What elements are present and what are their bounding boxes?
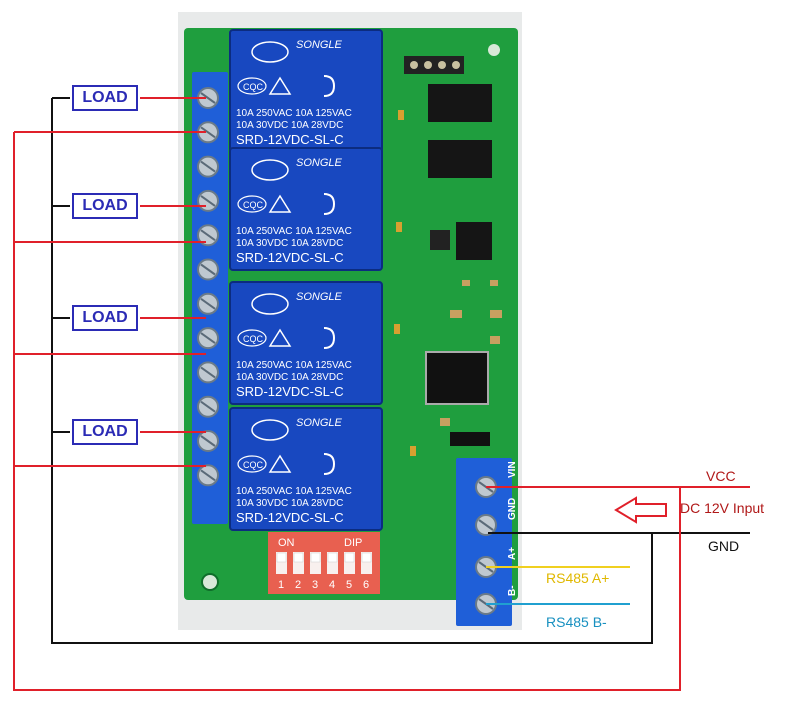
led: [410, 446, 416, 456]
gnd-label: GND: [708, 538, 740, 554]
relay-rating-2: 10A 30VDC 10A 28VDC: [236, 498, 343, 509]
dip-number: 3: [312, 579, 318, 591]
dip-key: [344, 552, 355, 574]
relay-rating-2: 10A 30VDC 10A 28VDC: [236, 120, 343, 131]
warning-triangle-icon: [268, 194, 292, 213]
songle-logo-icon: [251, 159, 289, 181]
relay-brand: SONGLE: [296, 39, 343, 51]
ul-mark-icon: [323, 327, 336, 349]
relay-rating-1: 10A 250VAC 10A 125VAC: [236, 226, 352, 237]
ul-mark-icon: [323, 75, 336, 97]
songle-logo-icon: [251, 293, 289, 315]
ic-chip: [430, 230, 450, 250]
dip-on-label: ON: [278, 537, 295, 549]
dip-number: 5: [346, 579, 352, 591]
relay-model: SRD-12VDC-SL-C: [236, 250, 344, 265]
relay-brand: SONGLE: [296, 157, 343, 169]
rs485-b-label: RS485 B-: [546, 614, 607, 630]
terminal-label: GND: [507, 498, 518, 520]
relay-rating-2: 10A 30VDC 10A 28VDC: [236, 238, 343, 249]
cqc-mark-icon: [237, 329, 267, 347]
dip-key: [327, 552, 338, 574]
dip-number: 6: [363, 579, 369, 591]
relay-brand: SONGLE: [296, 417, 343, 429]
terminal-label: B-: [507, 585, 518, 596]
led: [398, 110, 404, 120]
relay-rating-2: 10A 30VDC 10A 28VDC: [236, 372, 343, 383]
warning-triangle-icon: [268, 454, 292, 473]
ic-chip: [456, 222, 492, 260]
warning-triangle-icon: [268, 76, 292, 95]
ic-chip: [428, 84, 492, 122]
input-arrow-icon: [614, 496, 667, 524]
load-box-4: LOAD: [72, 419, 138, 445]
led: [394, 324, 400, 334]
terminal-label: VIN: [507, 461, 518, 478]
songle-logo-icon: [251, 41, 289, 63]
red-wires: [13, 97, 750, 691]
ul-mark-icon: [323, 193, 336, 215]
warning-triangle-icon: [268, 328, 292, 347]
mount-hole: [201, 573, 219, 591]
dip-key: [361, 552, 372, 574]
dip-number: 2: [295, 579, 301, 591]
dip-label: DIP: [344, 537, 362, 549]
relay-rating-1: 10A 250VAC 10A 125VAC: [236, 108, 352, 119]
dc-input-label: DC 12V Input: [680, 500, 765, 516]
rs485-a-label: RS485 A+: [546, 570, 610, 586]
songle-logo-icon: [251, 419, 289, 441]
voltage-regulator: [425, 351, 489, 405]
dip-key: [310, 552, 321, 574]
dip-key: [293, 552, 304, 574]
relay-cert: CQC: [243, 82, 264, 92]
black-wires: [51, 97, 750, 644]
relay-model: SRD-12VDC-SL-C: [236, 132, 344, 147]
dip-key: [276, 552, 287, 574]
jumper: [450, 432, 490, 446]
relay-cert: CQC: [243, 460, 264, 470]
terminal-label: A+: [507, 547, 518, 560]
load-box-1: LOAD: [72, 85, 138, 111]
relay-rating-1: 10A 250VAC 10A 125VAC: [236, 486, 352, 497]
load-box-2: LOAD: [72, 193, 138, 219]
relay-model: SRD-12VDC-SL-C: [236, 384, 344, 399]
cqc-mark-icon: [237, 455, 267, 473]
header-pins: [404, 56, 464, 74]
cqc-mark-icon: [237, 77, 267, 95]
relay-cert: CQC: [243, 334, 264, 344]
ul-mark-icon: [323, 453, 336, 475]
load-box-3: LOAD: [72, 305, 138, 331]
relay-brand: SONGLE: [296, 291, 343, 303]
led: [396, 222, 402, 232]
dip-number: 4: [329, 579, 335, 591]
cqc-mark-icon: [237, 195, 267, 213]
power-terminal-block: [456, 458, 512, 626]
vcc-label: VCC: [706, 468, 736, 484]
relay-model: SRD-12VDC-SL-C: [236, 510, 344, 525]
relay-cert: CQC: [243, 200, 264, 210]
mount-hole: [488, 44, 500, 56]
ic-chip: [428, 140, 492, 178]
dip-number: 1: [278, 579, 284, 591]
relay-rating-1: 10A 250VAC 10A 125VAC: [236, 360, 352, 371]
